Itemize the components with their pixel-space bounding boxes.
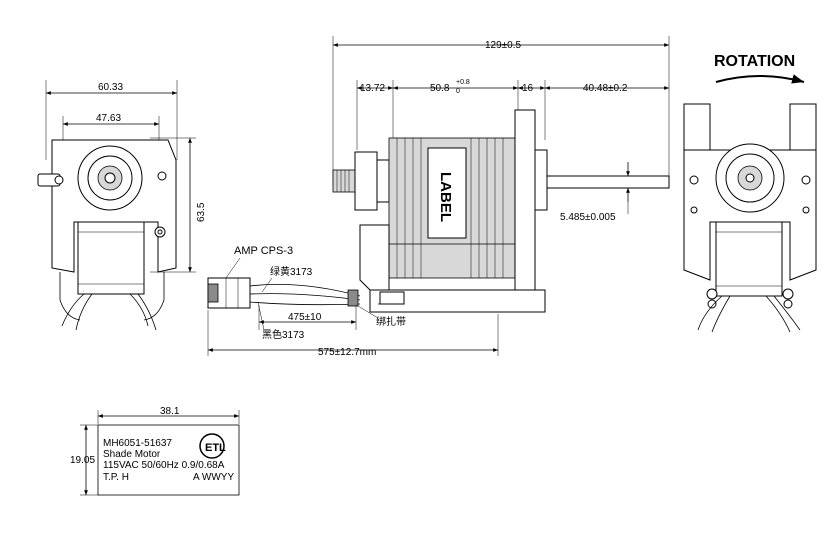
dim-label-height: 19.05: [70, 455, 95, 466]
rotation-label: ROTATION: [714, 53, 795, 70]
dim-50-8-tol-lower: 0: [456, 88, 460, 95]
connector-label: AMP CPS-3: [234, 245, 293, 257]
wire-black-label: 黑色3173: [262, 328, 305, 341]
lamination-lines: [396, 138, 504, 278]
right-end-view: ROTATION: [683, 53, 817, 333]
nameplate-rating: 115VAC 50/60Hz 0.9/0.68A: [103, 460, 225, 471]
coil-label: LABEL: [437, 172, 454, 222]
dim-13-72: 13.72: [360, 83, 385, 94]
dim-shaft-dia: 5.485±0.005: [560, 212, 616, 223]
certification-mark-icon: ETL: [199, 433, 226, 459]
cable-tie-label: 绑扎带: [376, 315, 406, 328]
dim-50-8-tol-upper: +0.8: [456, 79, 470, 86]
dim-40-48: 40.48±0.2: [583, 83, 628, 94]
nameplate-model: MH6051-51637: [103, 438, 172, 449]
nameplate-description: Shade Motor: [103, 449, 161, 460]
dim-16: 16: [522, 83, 534, 94]
left-end-view: 60.33 47.63 63.5: [37, 80, 207, 331]
dim-475: 475±10: [288, 312, 322, 323]
dim-60-33: 60.33: [98, 82, 123, 93]
svg-text:ETL: ETL: [205, 442, 226, 454]
nameplate: 38.1 19.05 MH6051-51637 Shade Motor 115V…: [70, 406, 240, 496]
wire-green-yellow-label: 绿黄3173: [270, 265, 313, 278]
dim-63-5: 63.5: [196, 202, 207, 222]
dim-label-width: 38.1: [160, 406, 180, 417]
dim-575: 575±12.7mm: [318, 347, 376, 358]
dim-129: 129±0.5: [485, 40, 522, 51]
dim-50-8: 50.8: [430, 83, 450, 94]
side-view: 129±0.5 13.72 50.8 +0.8 0 16 40.48±0.2 5…: [207, 36, 670, 358]
nameplate-tp: T.P. H: [103, 472, 129, 483]
dim-47-63: 47.63: [96, 113, 121, 124]
nameplate-date-code: A WWYY: [193, 472, 234, 483]
